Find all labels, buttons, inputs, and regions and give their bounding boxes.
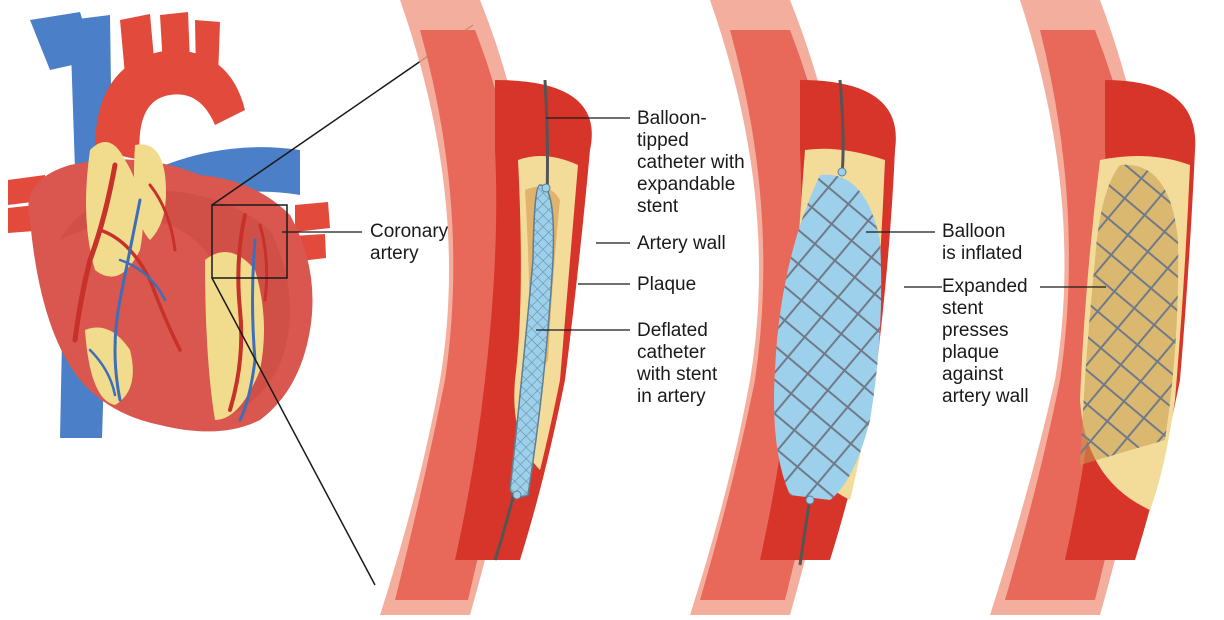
label-expanded-stent: Expanded stent presses plaque against ar… [942, 276, 1029, 408]
artery-panel-deflated [380, 0, 592, 615]
artery-panel-inflated [690, 0, 896, 615]
aorta-branch [195, 20, 220, 78]
label-balloon-inflated: Balloon is inflated [942, 221, 1022, 265]
label-balloon-tipped-catheter: Balloon- tipped catheter with expandable… [637, 108, 745, 218]
heart-illustration [8, 12, 330, 438]
pulmonary-artery-stub [295, 202, 330, 232]
catheter-tip-marker [513, 491, 521, 499]
catheter-tip-marker [542, 184, 550, 192]
label-artery-wall: Artery wall [637, 233, 726, 255]
label-deflated-catheter: Deflated catheter with stent in artery [637, 320, 717, 408]
label-plaque: Plaque [637, 274, 696, 296]
aorta-branch [160, 12, 190, 66]
aorta-branch [120, 14, 155, 75]
catheter-tip-marker [838, 168, 846, 176]
catheter-tip-marker [806, 496, 814, 504]
label-coronary-artery: Coronary artery [370, 221, 448, 265]
aorta [95, 50, 245, 160]
